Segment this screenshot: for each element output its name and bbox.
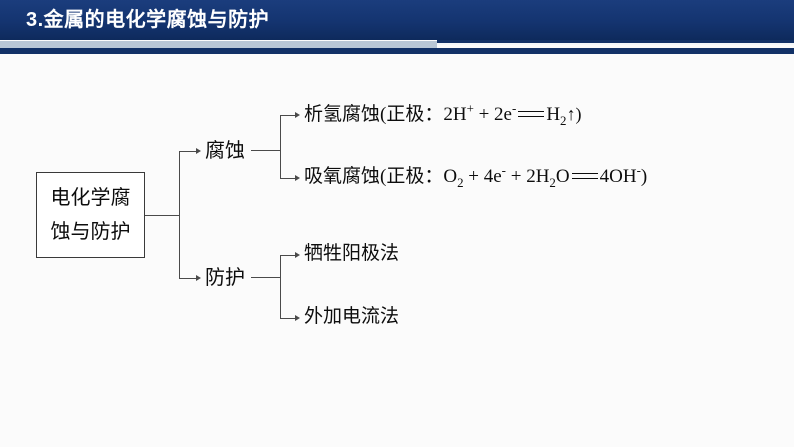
connector-protection-child2 [280, 318, 296, 319]
hydrogen-corrosion-charge2: - [512, 100, 517, 116]
header-rule-white [437, 43, 794, 45]
header-rule-dark-right [437, 40, 794, 43]
connector-level1-spine [179, 151, 180, 279]
connector-protection-stem [251, 277, 280, 278]
double-bond-equals-icon [518, 111, 545, 120]
oxygen-corrosion-mid1: + 4e [463, 166, 502, 187]
branch-label-corrosion: 腐蚀 [205, 140, 245, 162]
tree-diagram: 电化学腐 蚀与防护 腐蚀 防护 析氢腐蚀(正极：2H+ + 2e-H2↑) [0, 54, 794, 447]
oxygen-corrosion-index2: 2 [549, 174, 556, 190]
leaf-impressed-current: 外加电流法 [304, 306, 400, 327]
oxygen-corrosion-index1: 2 [457, 174, 464, 190]
root-node-label-line2: 蚀与防护 [50, 221, 131, 243]
hydrogen-corrosion-prefix: 析氢腐蚀(正极：2H [304, 104, 467, 125]
page-title: 3.金属的电化学腐蚀与防护 [26, 9, 270, 31]
oxygen-corrosion-suffix: ) [640, 166, 648, 187]
oxygen-corrosion-charge1: - [501, 162, 506, 178]
connector-corrosion-child2 [280, 178, 296, 179]
connector-corrosion-child1 [280, 115, 296, 116]
oxygen-corrosion-product: 4OH [599, 166, 637, 187]
header-rule-light [0, 41, 437, 48]
connector-corrosion-spine [280, 115, 281, 178]
hydrogen-corrosion-charge1: + [466, 100, 474, 116]
connector-to-corrosion [179, 151, 197, 152]
leaf-sacrificial-anode: 牺牲阳极法 [304, 243, 400, 264]
oxygen-corrosion-mid3: O [555, 166, 570, 187]
oxygen-corrosion-charge2: - [636, 162, 641, 178]
branch-label-protection: 防护 [205, 267, 245, 289]
arrow-to-corrosion-icon [196, 147, 201, 154]
arrow-to-impressed-current-icon [295, 314, 300, 321]
hydrogen-corrosion-product-index: 2 [560, 112, 567, 128]
connector-root-stem [145, 215, 179, 216]
root-node-box: 电化学腐 蚀与防护 [36, 172, 145, 258]
header-rule-band [0, 48, 794, 54]
leaf-hydrogen-corrosion: 析氢腐蚀(正极：2H+ + 2e- H2↑) [304, 100, 582, 128]
arrow-to-hydrogen-corrosion-icon [295, 111, 300, 118]
connector-protection-child1 [280, 255, 296, 256]
oxygen-corrosion-prefix: 吸氧腐蚀(正极：O [304, 166, 458, 187]
hydrogen-corrosion-product: H [546, 104, 561, 125]
connector-to-protection [179, 278, 197, 279]
arrow-to-oxygen-corrosion-icon [295, 174, 300, 181]
root-node-label-line1: 电化学腐 [50, 187, 131, 209]
title-bar [0, 0, 794, 40]
connector-protection-spine [280, 255, 281, 318]
oxygen-corrosion-mid2: + 2H [505, 166, 550, 187]
double-bond-equals-icon [571, 173, 598, 182]
arrow-to-sacrificial-anode-icon [295, 251, 300, 258]
hydrogen-corrosion-mid1: + 2e [473, 104, 512, 125]
arrow-to-protection-icon [196, 274, 201, 281]
connector-corrosion-stem [251, 150, 280, 151]
hydrogen-corrosion-suffix: ↑) [566, 104, 582, 124]
